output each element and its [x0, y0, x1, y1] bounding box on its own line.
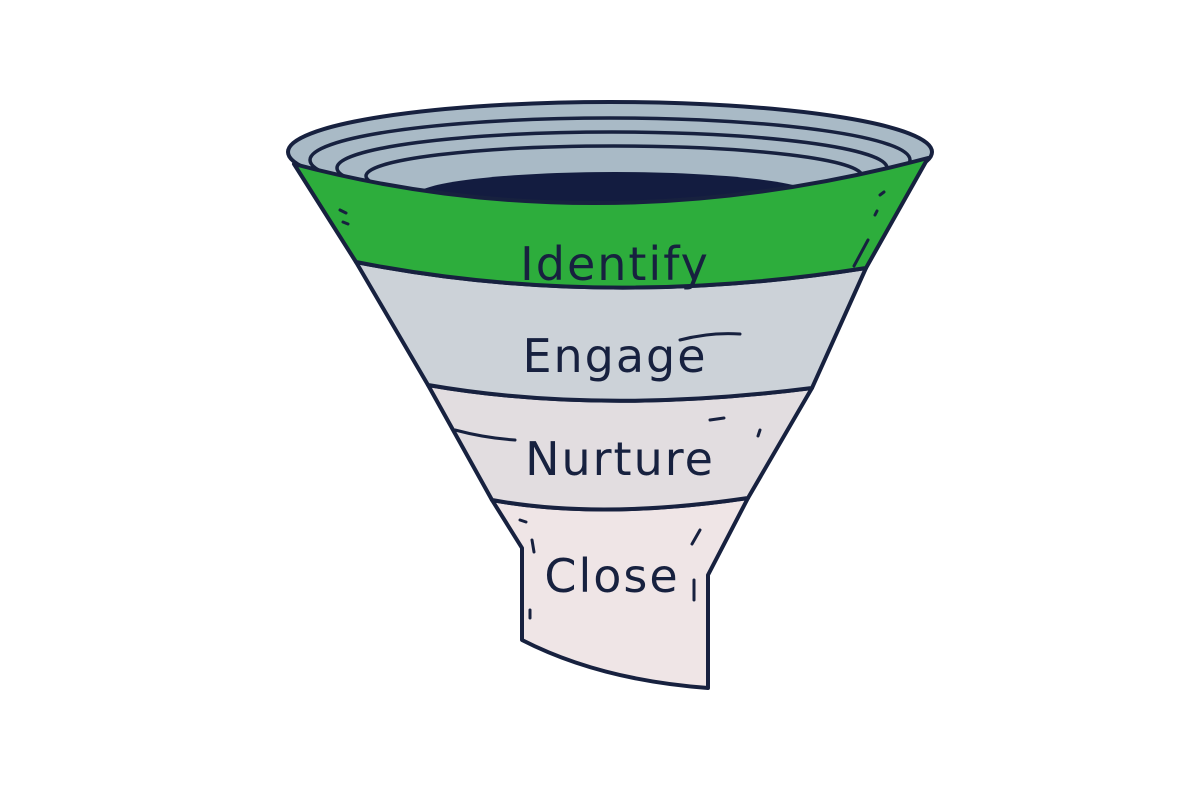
stage-label-engage: Engage: [522, 329, 707, 383]
stage-label-identify: Identify: [520, 237, 710, 291]
stage-label-close: Close: [544, 549, 679, 603]
stage-identify-shape: [292, 156, 930, 290]
sketch-marks: [338, 190, 886, 620]
stage-label-nurture: Nurture: [525, 432, 715, 486]
